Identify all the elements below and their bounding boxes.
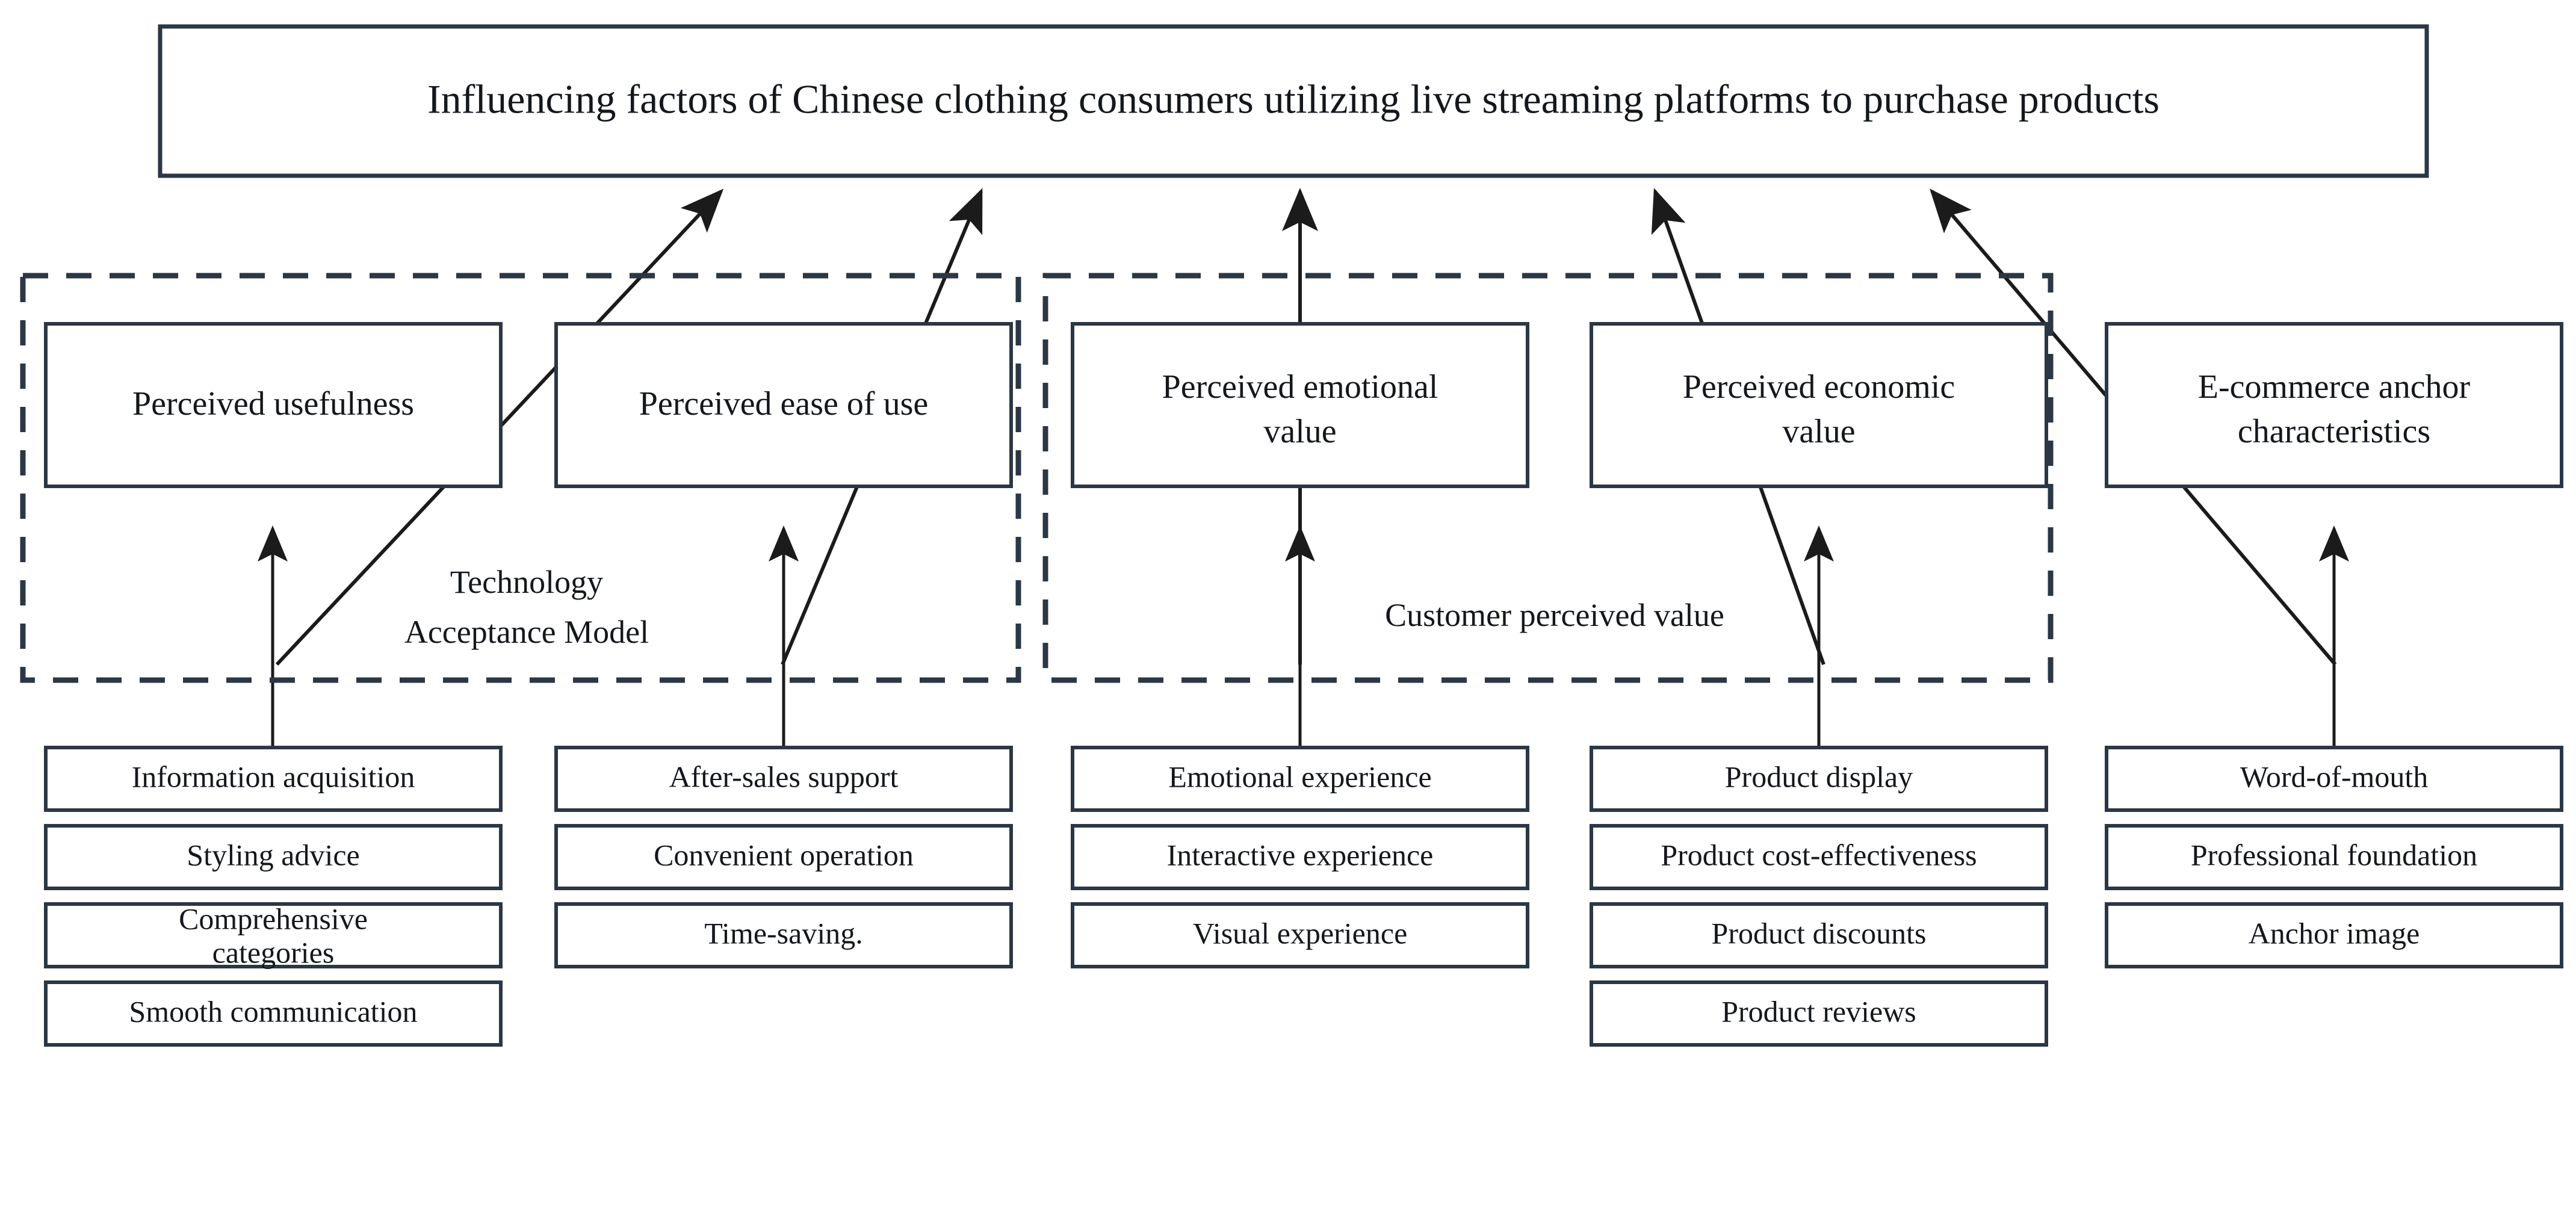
- indicator-box-comprehensive-categories[interactable]: [44, 902, 503, 968]
- indicator-node[interactable]: Anchor image: [2105, 902, 2563, 968]
- indicator-box-smooth-communication[interactable]: [44, 980, 503, 1047]
- indicator-box-product-display[interactable]: [1590, 746, 2048, 812]
- construct-node-e-commerce-anchor-characteristics[interactable]: E-commerce anchor characteristics: [2105, 322, 2563, 488]
- indicator-node[interactable]: Convenient operation: [554, 824, 1013, 890]
- indicator-box-time-saving[interactable]: [554, 902, 1013, 968]
- construct-label-e-commerce-anchor-characteristics-line1: E-commerce anchor: [2198, 368, 2471, 406]
- group-label-technology-acceptance-model-line1: Technology: [450, 564, 603, 600]
- construct-node-perceived-usefulness[interactable]: Perceived usefulness: [44, 322, 503, 488]
- indicator-label-after-sales-support: After-sales support: [669, 760, 899, 793]
- indicator-label-time-saving: Time-saving.: [704, 916, 862, 950]
- indicator-node[interactable]: After-sales support: [554, 746, 1013, 812]
- indicator-node[interactable]: Word-of-mouth: [2105, 746, 2563, 812]
- indicator-node[interactable]: Product cost-effectiveness: [1590, 824, 2048, 890]
- construct-box-perceived-usefulness[interactable]: [44, 322, 503, 488]
- indicator-node[interactable]: Smooth communication: [44, 980, 503, 1047]
- construct-box-perceived-emotional-value[interactable]: [1071, 322, 1529, 488]
- indicator-label-comprehensive-categories-line2: categories: [212, 935, 335, 969]
- indicator-label-smooth-communication: Smooth communication: [129, 994, 417, 1028]
- indicator-label-product-discounts: Product discounts: [1712, 916, 1927, 950]
- indicator-node[interactable]: Information acquisition: [44, 746, 503, 812]
- construct-label-perceived-ease-of-use-line1: Perceived ease of use: [639, 385, 928, 423]
- indicator-label-interactive-experience: Interactive experience: [1167, 838, 1434, 872]
- indicator-box-product-discounts[interactable]: [1590, 902, 2048, 968]
- indicator-label-word-of-mouth: Word-of-mouth: [2240, 760, 2429, 793]
- indicator-node[interactable]: Comprehensive categories: [44, 902, 503, 969]
- indicator-label-comprehensive-categories-line1: Comprehensive: [179, 902, 368, 935]
- group-frame-customer-perceived-value: [1042, 273, 2054, 683]
- indicator-node[interactable]: Product display: [1590, 746, 2048, 812]
- construct-label-perceived-usefulness-line1: Perceived usefulness: [132, 385, 414, 423]
- indicator-node[interactable]: Product reviews: [1590, 980, 2048, 1047]
- indicator-label-product-reviews: Product reviews: [1721, 994, 1916, 1028]
- indicator-label-product-display: Product display: [1725, 760, 1913, 793]
- indicator-node[interactable]: Styling advice: [44, 824, 503, 890]
- group-label-technology-acceptance-model-line2: Acceptance Model: [404, 614, 649, 650]
- indicator-box-product-cost-effectiveness[interactable]: [1590, 824, 2048, 890]
- indicator-label-visual-experience: Visual experience: [1193, 916, 1408, 950]
- indicator-box-product-reviews[interactable]: [1590, 980, 2048, 1047]
- indicator-box-professional-foundation[interactable]: [2105, 824, 2563, 890]
- indicator-box-after-sales-support[interactable]: [554, 746, 1013, 812]
- indicator-node[interactable]: Time-saving.: [554, 902, 1013, 968]
- indicator-box-information-acquisition[interactable]: [44, 746, 503, 812]
- group-label-customer-perceived-value: Customer perceived value: [1385, 597, 1724, 633]
- indicator-box-interactive-experience[interactable]: [1071, 824, 1529, 890]
- indicator-label-convenient-operation: Convenient operation: [654, 838, 914, 872]
- indicator-box-word-of-mouth[interactable]: [2105, 746, 2563, 812]
- indicator-node[interactable]: Emotional experience: [1071, 746, 1529, 812]
- construct-node-perceived-ease-of-use[interactable]: Perceived ease of use: [554, 322, 1013, 488]
- construct-box-perceived-ease-of-use[interactable]: [554, 322, 1013, 488]
- construct-label-perceived-emotional-value-line1: Perceived emotional: [1162, 368, 1438, 406]
- construct-label-e-commerce-anchor-characteristics-line2: characteristics: [2238, 413, 2430, 450]
- indicator-label-styling-advice: Styling advice: [187, 838, 359, 872]
- construct-label-perceived-economic-value-line1: Perceived economic: [1683, 368, 1955, 406]
- indicator-box-anchor-image[interactable]: [2105, 902, 2563, 968]
- indicator-node[interactable]: Visual experience: [1071, 902, 1529, 968]
- group-label-customer-perceived-value-line1: Customer perceived value: [1385, 597, 1724, 633]
- indicator-box-styling-advice[interactable]: [44, 824, 503, 890]
- group-label-technology-acceptance-model: Technology Acceptance Model: [404, 564, 649, 650]
- indicator-box-convenient-operation[interactable]: [554, 824, 1013, 890]
- root-node-box[interactable]: [158, 24, 2429, 178]
- indicator-node[interactable]: Professional foundation: [2105, 824, 2563, 890]
- root-node-label: Influencing factors of Chinese clothing …: [427, 76, 2160, 122]
- indicator-node[interactable]: Product discounts: [1590, 902, 2048, 968]
- construct-label-perceived-emotional-value-line2: value: [1263, 413, 1336, 450]
- indicator-label-anchor-image: Anchor image: [2249, 916, 2420, 950]
- indicator-box-visual-experience[interactable]: [1071, 902, 1529, 968]
- indicator-label-product-cost-effectiveness: Product cost-effectiveness: [1661, 838, 1977, 872]
- construct-label-perceived-economic-value-line2: value: [1782, 413, 1855, 450]
- construct-box-perceived-economic-value[interactable]: [1590, 322, 2048, 488]
- indicator-label-emotional-experience: Emotional experience: [1168, 760, 1431, 793]
- indicator-label-information-acquisition: Information acquisition: [132, 760, 415, 793]
- construct-node-perceived-emotional-value[interactable]: Perceived emotional value: [1071, 322, 1529, 488]
- group-frame-technology-acceptance-model: [20, 273, 1021, 683]
- indicator-node[interactable]: Interactive experience: [1071, 824, 1529, 890]
- construct-box-e-commerce-anchor-characteristics[interactable]: [2105, 322, 2563, 488]
- indicator-box-emotional-experience[interactable]: [1071, 746, 1529, 812]
- indicator-label-professional-foundation: Professional foundation: [2191, 838, 2477, 872]
- construct-node-perceived-economic-value[interactable]: Perceived economic value: [1590, 322, 2048, 488]
- root-node[interactable]: Influencing factors of Chinese clothing …: [158, 24, 2429, 178]
